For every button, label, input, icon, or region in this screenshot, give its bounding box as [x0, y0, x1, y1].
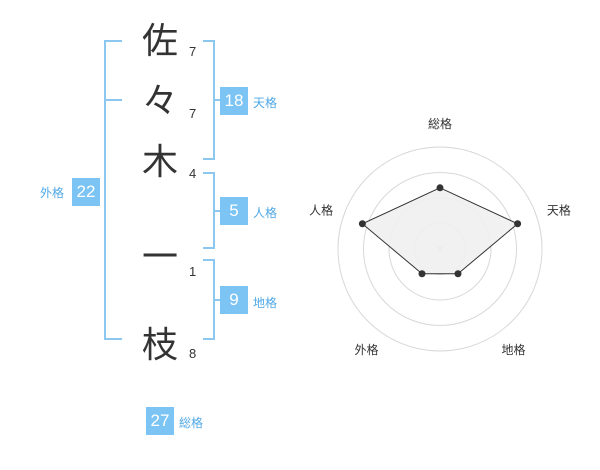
name-char-2: 々	[141, 81, 178, 122]
radar-point-4	[418, 270, 426, 278]
radar-point-3	[454, 270, 462, 278]
chikaku-value: 9	[220, 286, 248, 314]
chikaku-label: 地格	[253, 296, 278, 310]
radar-axis-label-2: 天格	[547, 202, 571, 217]
stroke-count-2: 7	[189, 106, 197, 121]
radar-ring-3	[363, 172, 517, 326]
chikaku-connector	[214, 299, 222, 301]
stroke-count-3: 4	[189, 166, 197, 181]
radar-ring-4	[337, 146, 543, 352]
radar-area	[361, 187, 519, 275]
gaikaku-bracket	[104, 40, 122, 340]
tenkaku-label: 天格	[253, 96, 278, 110]
name-char-5: 枝	[141, 325, 178, 366]
radar-axis-label-3: 地格	[501, 342, 525, 357]
jinkaku-value: 5	[220, 197, 248, 225]
radar-point-1	[436, 184, 444, 192]
radar-rings	[337, 146, 543, 352]
radar-axis-label-5: 人格	[309, 202, 333, 217]
radar-points	[358, 184, 522, 278]
radar-axis-label-1: 総格	[428, 116, 452, 131]
jinkaku-connector	[214, 210, 222, 212]
tenkaku-connector	[214, 99, 222, 101]
radar-point-5	[358, 220, 366, 228]
stroke-count-4: 1	[189, 264, 197, 279]
radar-point-2	[514, 220, 522, 228]
name-char-3: 木	[141, 142, 178, 183]
gaikaku-value: 22	[72, 178, 100, 206]
stroke-count-1: 7	[189, 44, 197, 59]
gaikaku-bracket-tick	[104, 99, 122, 101]
name-char-1: 佐	[141, 21, 178, 62]
name-char-4: 一	[141, 237, 178, 278]
soukaku-label: 総格	[179, 416, 204, 430]
radar-axis-label-4: 外格	[355, 342, 379, 357]
gaikaku-label: 外格	[40, 186, 65, 200]
jinkaku-label: 人格	[253, 206, 278, 220]
soukaku-value: 27	[146, 407, 174, 435]
tenkaku-value: 18	[220, 87, 248, 115]
stroke-count-5: 8	[189, 346, 197, 361]
